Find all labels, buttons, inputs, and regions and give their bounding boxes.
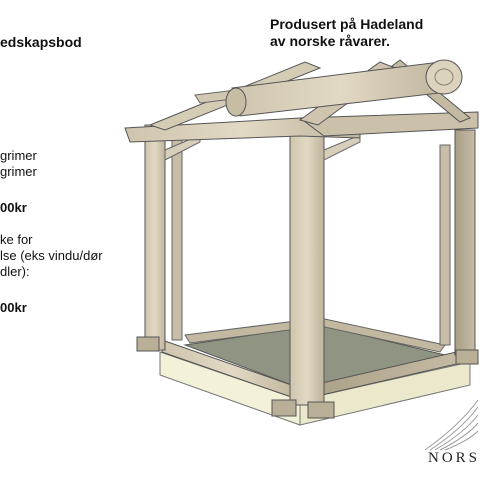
desc-line-1: grimer bbox=[0, 148, 37, 163]
product-description: grimer grimer bbox=[0, 148, 37, 180]
desc-line-2: grimer bbox=[0, 164, 37, 179]
post-back-right bbox=[439, 144, 451, 346]
norsk-logo-mark bbox=[424, 399, 479, 451]
foot-block-center-a bbox=[271, 399, 297, 417]
ridge-log-ring bbox=[434, 68, 454, 86]
post-front-center bbox=[289, 119, 325, 406]
product-title: edskapsbod bbox=[0, 34, 82, 50]
foot-block-right bbox=[455, 349, 479, 365]
price-1: 00kr bbox=[0, 200, 27, 215]
foot-block-left bbox=[136, 336, 160, 352]
logo-text: NORS bbox=[428, 450, 480, 466]
ridge-log-end-left bbox=[225, 87, 247, 117]
header-tagline: Produsert på Hadeland av norske råvarer. bbox=[270, 16, 423, 50]
post-front-left bbox=[144, 124, 166, 351]
header-line-1: Produsert på Hadeland bbox=[270, 16, 424, 32]
note-line-3: dler): bbox=[0, 264, 30, 279]
note-line-2: lse (eks vindu/dør bbox=[0, 248, 103, 263]
foot-block-center-b bbox=[307, 401, 335, 419]
post-back-left bbox=[171, 129, 183, 341]
base-slab-side bbox=[299, 361, 471, 426]
post-front-right bbox=[454, 129, 476, 356]
ridge-log-end-right bbox=[425, 59, 463, 95]
top-plate-right bbox=[298, 111, 479, 137]
price-2: 00kr bbox=[0, 300, 27, 315]
product-note: ke for lse (eks vindu/dør dler): bbox=[0, 232, 103, 280]
timber-shed-illustration bbox=[124, 59, 479, 426]
header-line-2: av norske råvarer. bbox=[270, 33, 390, 49]
brace-center bbox=[323, 134, 361, 161]
note-line-1: ke for bbox=[0, 232, 33, 247]
